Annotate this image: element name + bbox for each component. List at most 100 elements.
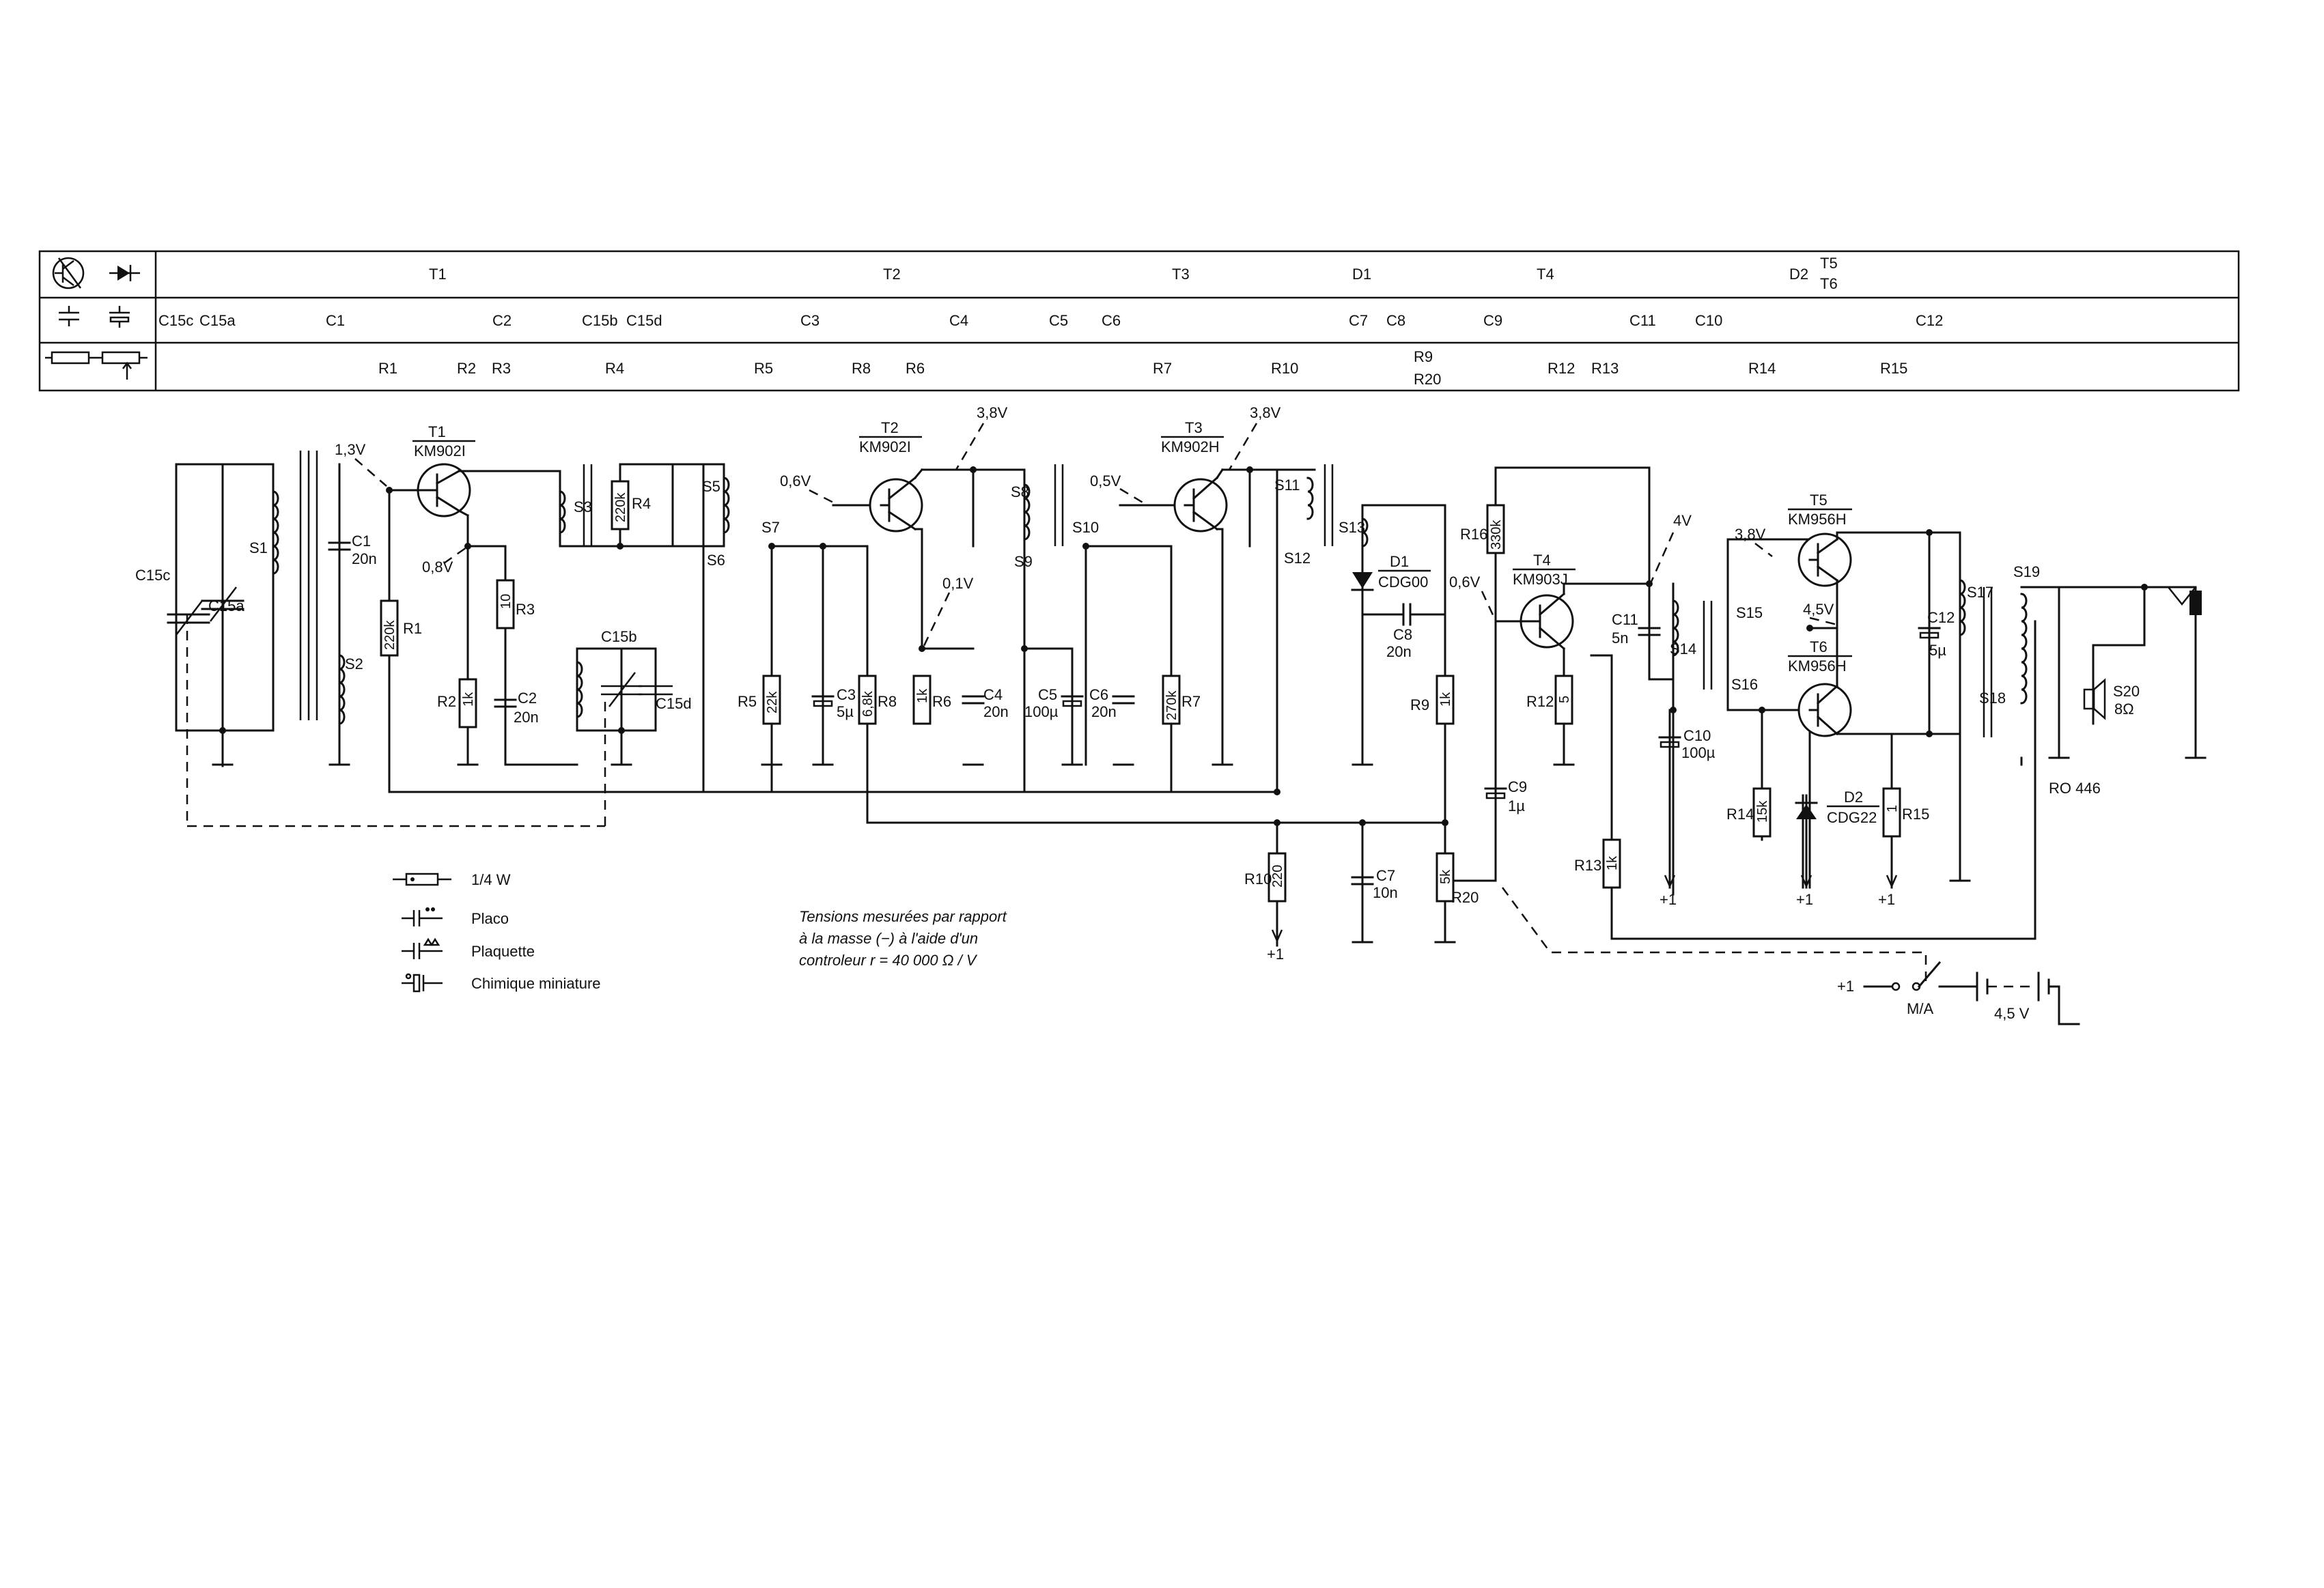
resistor-value: 15k xyxy=(1755,800,1770,823)
diode-ref: D2 xyxy=(1844,789,1863,806)
tuning-capacitor-c15c: C15c xyxy=(135,567,210,636)
strip-label: C4 xyxy=(949,312,968,329)
winding-label: S3 xyxy=(574,498,592,515)
strip-label: R12 xyxy=(1548,360,1575,377)
resistor-r7: 270k R7 xyxy=(1162,675,1201,725)
resistor-r13: 1k R13 xyxy=(1574,838,1621,889)
legend-resistor: 1/4 W xyxy=(393,871,511,888)
resistor-ref: R8 xyxy=(878,693,897,710)
capacitor-ref: C9 xyxy=(1508,778,1527,795)
speaker-value: 8Ω xyxy=(2114,700,2134,718)
resistor-r6: 1k R6 xyxy=(912,675,951,725)
resistor-r4: 220k R4 xyxy=(611,480,651,530)
transistor-type: KM902H xyxy=(1161,438,1220,455)
capacitor-value: 10n xyxy=(1373,884,1398,901)
diode-symbol-icon xyxy=(109,265,140,281)
tuning-ref: C15c xyxy=(135,567,170,584)
voltage-label: 4V xyxy=(1673,512,1692,529)
capacitor-ref: C5 xyxy=(1038,686,1057,703)
resistor-value: 220 xyxy=(1270,865,1285,888)
legend-label: Plaquette xyxy=(471,943,535,960)
voltage-label: 0,5V xyxy=(1090,472,1121,490)
strip-label: D2 xyxy=(1789,266,1808,283)
winding-label: S6 xyxy=(707,552,725,569)
winding-label: S5 xyxy=(702,478,720,495)
transistor-t3: T3 KM902H xyxy=(1161,419,1228,533)
earphone-jack-icon xyxy=(2168,586,2202,615)
strip-label: R2 xyxy=(457,360,476,377)
resistor-ref: R15 xyxy=(1902,806,1929,823)
capacitor-ref: C7 xyxy=(1376,867,1395,884)
potentiometer-symbol-icon xyxy=(101,351,148,380)
resistor-ref: R10 xyxy=(1244,870,1272,888)
capacitor-c6: C6 20n xyxy=(1089,686,1135,720)
strip-label: C15d xyxy=(626,312,662,329)
capacitor-value: 20n xyxy=(514,709,539,726)
capacitor-ref: C1 xyxy=(352,533,371,550)
resistor-r1: 220k R1 xyxy=(380,599,422,657)
strip-label: R15 xyxy=(1880,360,1907,377)
capacitor-ref: C4 xyxy=(983,686,1003,703)
tuning-capacitor-c15a: C15a xyxy=(201,586,244,622)
resistor-value: 1k xyxy=(1605,855,1620,870)
transistor-t4: T4 KM903J xyxy=(1513,552,1576,651)
diode-d2: D2 CDG22 xyxy=(1795,789,1879,889)
legend-placo: Placo xyxy=(402,907,509,927)
resistor-r14: 15k R14 xyxy=(1726,787,1772,838)
winding-label: S18 xyxy=(1979,690,2006,707)
capacitor-value: 5µ xyxy=(837,703,854,720)
supply-label: +1 xyxy=(1796,891,1813,908)
transistor-type: KM902I xyxy=(859,438,911,455)
diode-ref: D1 xyxy=(1390,553,1409,570)
legend-label: 1/4 W xyxy=(471,871,511,888)
capacitor-c9: C9 1µ xyxy=(1484,778,1527,814)
capacitor-c7: C7 10n xyxy=(1351,867,1398,901)
capacitor-value: 1µ xyxy=(1508,797,1525,814)
tuning-ref: C15b xyxy=(601,628,637,645)
supply-label: +1 xyxy=(1267,946,1284,963)
strip-label: C9 xyxy=(1483,312,1502,329)
strip-label: C6 xyxy=(1102,312,1121,329)
transistor-ref: T6 xyxy=(1810,638,1828,655)
capacitor-value: 100µ xyxy=(1024,703,1059,720)
transistor-ref: T2 xyxy=(881,419,899,436)
voltage-label: 0,6V xyxy=(780,472,811,490)
resistor-ref: R7 xyxy=(1181,693,1201,710)
resistor-value: 6,8k xyxy=(860,690,876,717)
transistor-t1: T1 KM902I xyxy=(412,423,475,517)
strip-label: R6 xyxy=(906,360,925,377)
capacitor-c12: C12 5µ xyxy=(1918,609,1955,659)
winding-label: S2 xyxy=(345,655,363,672)
resistor-r2: 1k R2 xyxy=(437,678,477,728)
strip-label: R14 xyxy=(1748,360,1776,377)
capacitor-ref: C10 xyxy=(1683,727,1711,744)
transistor-t2: T2 KM902I xyxy=(859,419,924,533)
winding-label: S10 xyxy=(1072,519,1099,536)
strip-label: C2 xyxy=(492,312,512,329)
capacitor-c2: C2 20n xyxy=(494,690,539,726)
resistor-value: 1k xyxy=(1438,692,1453,707)
resistor-r3: 10 R3 xyxy=(496,579,535,629)
voltage-label: 3,8V xyxy=(977,404,1008,421)
winding-label: S7 xyxy=(761,519,780,536)
transistor-symbol-icon xyxy=(52,257,85,289)
strip-label: R9 xyxy=(1414,348,1433,365)
resistor-value: 220k xyxy=(613,492,628,522)
drawing-reference: RO 446 xyxy=(2049,780,2101,797)
winding-label: S12 xyxy=(1284,550,1311,567)
winding-label: S13 xyxy=(1339,519,1365,536)
note-line: controleur r = 40 000 Ω / V xyxy=(799,952,978,969)
resistor-r8: 6,8k R8 xyxy=(858,675,897,725)
strip-label: R1 xyxy=(378,360,397,377)
transistor-type: KM902I xyxy=(414,442,466,459)
resistor-value: 270k xyxy=(1164,690,1179,720)
resistor-value: 220k xyxy=(382,620,397,650)
strip-label: C15c xyxy=(158,312,193,329)
resistor-ref: R12 xyxy=(1526,693,1554,710)
capacitor-value: 20n xyxy=(983,703,1009,720)
strip-row-resistors: R1 R2 R3 R4 R5 R8 R6 R7 R10 R9 R20 R12 R… xyxy=(378,348,1907,388)
resistor-value: 1k xyxy=(915,688,930,703)
transistor-ref: T5 xyxy=(1810,492,1828,509)
capacitor-c11: C11 5n xyxy=(1612,611,1661,647)
measurement-note: Tensions mesurées par rapport à la masse… xyxy=(799,908,1007,969)
